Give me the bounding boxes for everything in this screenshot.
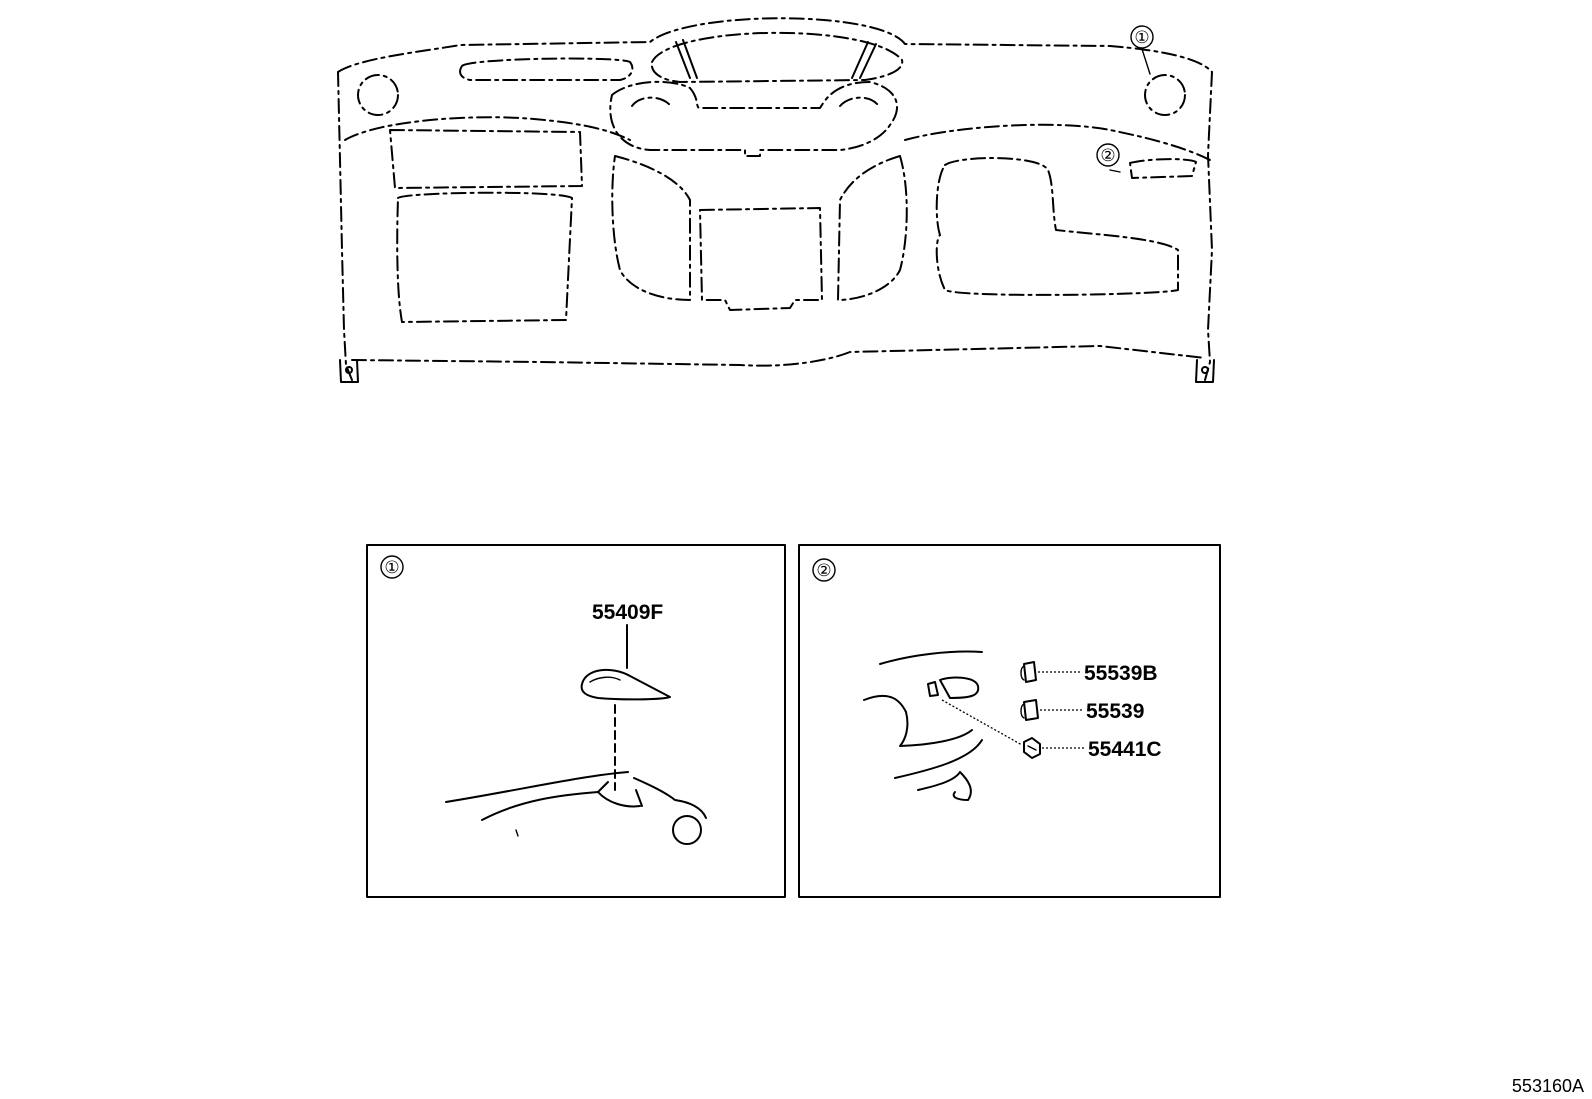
right-speaker-grille: [1144, 74, 1186, 116]
right-mount-tab: [1195, 359, 1215, 383]
panel-outline-left: [337, 71, 353, 381]
left-upper-panel: [389, 129, 583, 189]
part-label-55409F: 55409F: [592, 601, 663, 624]
detail-1-callout: ①: [380, 555, 404, 579]
overview-callout-2-text: ②: [1100, 146, 1115, 166]
center-right-panel: [837, 155, 908, 301]
overview-callout-1-text: ①: [1134, 28, 1149, 48]
detail-1-panel-edge: [445, 771, 629, 803]
figure-id: 553160A: [1512, 1076, 1584, 1096]
detail-2-vent-outline: [939, 676, 980, 699]
panel-outline-bottom: [351, 345, 1206, 367]
center-vent-assembly: [609, 80, 899, 157]
instrument-panel-overview: ① ②: [337, 17, 1215, 383]
left-speaker-grille: [357, 74, 399, 116]
part-label-55441C: 55441C: [1088, 738, 1162, 761]
panel-outline-right: [1204, 71, 1213, 381]
left-mount-tab: [339, 359, 359, 383]
center-left-panel: [611, 155, 691, 301]
detail-2-panel-edge: [879, 650, 983, 665]
detail-2-callout: ②: [812, 558, 836, 582]
overview-callout-1: ①: [1130, 25, 1154, 75]
detail-box-1: ① 55409F: [366, 544, 786, 898]
part-label-55539: 55539: [1086, 700, 1144, 723]
right-side-vent: [1129, 158, 1197, 179]
detail-box-2: ② 55539B 55539 55441C: [798, 544, 1221, 898]
speaker-grille-part: [580, 668, 671, 701]
meter-hood: [650, 31, 904, 83]
center-console-panel: [699, 207, 823, 311]
detail-2-assembly-line: [941, 699, 1023, 746]
clip-55539B: [1020, 661, 1037, 683]
left-defroster-slot: [459, 57, 634, 81]
detail-1-speaker-hole: [672, 815, 702, 845]
right-glovebox-panel: [935, 157, 1179, 296]
detail-1-callout-text: ①: [384, 558, 399, 578]
upper-shelf: [344, 116, 631, 141]
detail-2-callout-text: ②: [816, 561, 831, 581]
part-label-55539B: 55539B: [1084, 662, 1158, 685]
panel-outline-top: [337, 17, 1213, 73]
left-glovebox-panel: [396, 191, 573, 323]
overview-callout-2: ②: [1096, 143, 1120, 167]
clip-55441C: [1023, 737, 1041, 759]
clip-55539: [1020, 699, 1039, 721]
